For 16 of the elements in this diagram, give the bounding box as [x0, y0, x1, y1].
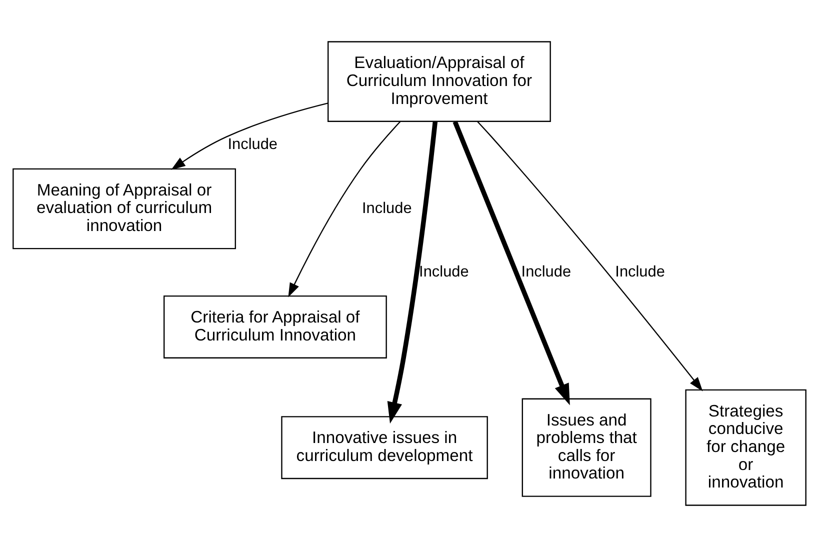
- edge-label: Include: [362, 199, 412, 216]
- arrow: [476, 120, 703, 391]
- node-box: Criteria for Appraisal of Curriculum Innovation: [164, 294, 387, 358]
- node-box: Strategies conducive for change or innovation: [685, 388, 806, 506]
- node-box: Meaning of Appraisal or evaluation of curriculum innovation: [12, 168, 236, 249]
- edge-label: Include: [521, 262, 572, 280]
- arrow: [288, 120, 401, 297]
- arrow: [452, 120, 570, 405]
- node-box: Evaluation/Appraisal of Curriculum Innovation for Improvement: [328, 40, 551, 122]
- node-box: Issues and problems that calls for innovation: [522, 398, 652, 496]
- edge-label: Include: [419, 262, 469, 280]
- node-box: Innovative issues in curriculum development: [281, 416, 488, 479]
- edge-label: Include: [228, 136, 278, 153]
- edge-label: Include: [615, 262, 665, 280]
- arrow: [387, 120, 438, 424]
- arrow: [171, 102, 328, 170]
